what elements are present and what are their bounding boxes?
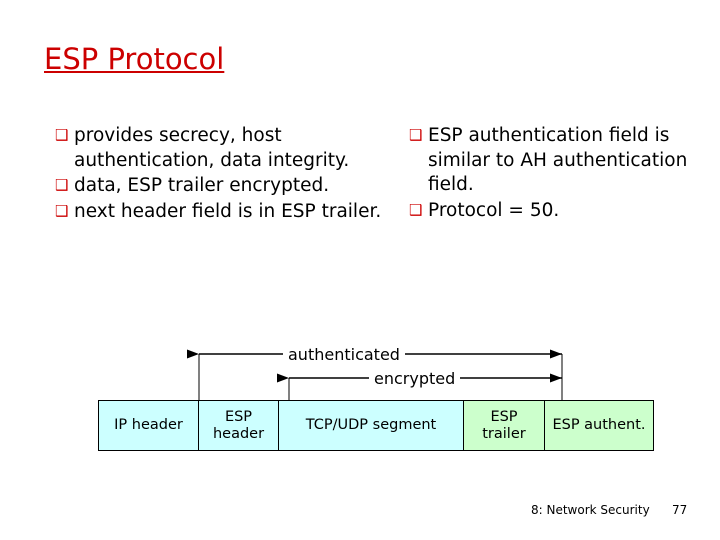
box-tcp-udp-segment: TCP/UDP segment bbox=[279, 401, 464, 450]
bullet-text: ESP authentication field is similar to A… bbox=[428, 125, 688, 196]
list-item: ❑ next header field is in ESP trailer. bbox=[55, 200, 405, 225]
right-bullet-column: ❑ ESP authentication field is similar to… bbox=[409, 124, 699, 224]
bullet-square-icon: ❑ bbox=[409, 200, 423, 219]
bullet-text: Protocol = 50. bbox=[428, 199, 560, 221]
packet-box-row: IP header ESP header TCP/UDP segment ESP… bbox=[98, 400, 654, 451]
footer-page-number: 77 bbox=[672, 503, 688, 517]
list-item: ❑ ESP authentication field is similar to… bbox=[409, 124, 699, 198]
footer-section-label: 8: Network Security bbox=[531, 503, 650, 517]
bullet-square-icon: ❑ bbox=[409, 126, 423, 144]
list-item: ❑ provides secrecy, host authentication,… bbox=[55, 124, 405, 173]
box-esp-trailer: ESP trailer bbox=[464, 401, 545, 450]
authenticated-label: authenticated bbox=[283, 345, 405, 364]
encrypted-label: encrypted bbox=[369, 369, 461, 388]
bullet-square-icon: ❑ bbox=[55, 176, 69, 195]
box-esp-authent: ESP authent. bbox=[545, 401, 653, 450]
page-title: ESP Protocol bbox=[44, 42, 225, 76]
bullet-text: provides secrecy, host authentication, d… bbox=[74, 125, 350, 171]
bullet-text: data, ESP trailer encrypted. bbox=[74, 175, 330, 197]
esp-packet-diagram: authenticated encrypted IP header ESP he… bbox=[0, 330, 720, 470]
bullet-text: next header field is in ESP trailer. bbox=[74, 200, 382, 222]
bullet-square-icon: ❑ bbox=[55, 126, 69, 144]
box-esp-header: ESP header bbox=[199, 401, 279, 450]
box-ip-header: IP header bbox=[99, 401, 199, 450]
bullet-square-icon: ❑ bbox=[55, 201, 69, 220]
list-item: ❑ data, ESP trailer encrypted. bbox=[55, 174, 405, 199]
list-item: ❑ Protocol = 50. bbox=[409, 199, 699, 224]
left-bullet-column: ❑ provides secrecy, host authentication,… bbox=[55, 124, 405, 225]
